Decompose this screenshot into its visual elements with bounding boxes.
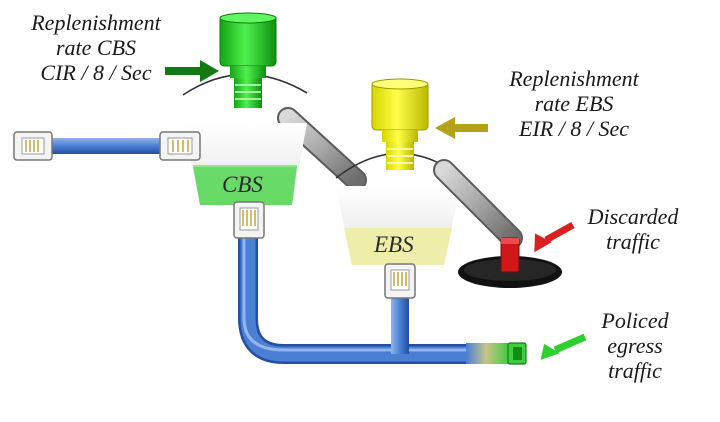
ebs-bucket xyxy=(335,152,461,265)
discarded-line-1: Discarded xyxy=(587,204,679,229)
ebs-output-connector-icon xyxy=(384,263,416,299)
ebs-rate-line-1: Replenishment xyxy=(509,66,639,91)
cbs-input-connector-icon xyxy=(159,131,201,161)
cbs-rate-line-2: rate CBS xyxy=(55,35,137,60)
discard-drain xyxy=(458,237,562,288)
cbs-rate-pipe xyxy=(219,12,277,108)
overflow-pipe-ebs-to-discard xyxy=(433,159,523,249)
arrow-policed-icon xyxy=(540,333,587,360)
ebs-rate-label: Replenishment rate EBS EIR / 8 / Sec xyxy=(486,66,662,141)
egress-pipe xyxy=(238,225,527,365)
input-connector-icon xyxy=(13,131,53,161)
arrow-ebs-rate-icon xyxy=(435,117,488,139)
policed-egress-label: Policed egress traffic xyxy=(580,308,690,383)
arrow-discard-icon xyxy=(534,221,575,253)
ebs-rate-line-2: rate EBS xyxy=(534,91,614,116)
cbs-rate-line-1: Replenishment xyxy=(31,10,161,35)
cbs-bucket-label: CBS xyxy=(222,172,263,197)
policed-line-2: egress xyxy=(607,333,663,358)
ebs-bucket-label: EBS xyxy=(374,232,414,257)
cbs-bucket xyxy=(182,73,308,205)
policed-line-1: Policed xyxy=(601,308,669,333)
arrow-cbs-rate-icon xyxy=(165,60,219,82)
cbs-rate-label: Replenishment rate CBS CIR / 8 / Sec xyxy=(10,10,182,85)
policed-line-3: traffic xyxy=(608,358,662,383)
cbs-output-connector-icon xyxy=(233,201,265,239)
input-pipe xyxy=(40,138,170,154)
discarded-line-2: traffic xyxy=(606,229,660,254)
cbs-rate-line-3: CIR / 8 / Sec xyxy=(40,60,152,85)
ebs-rate-line-3: EIR / 8 / Sec xyxy=(519,116,629,141)
discarded-traffic-label: Discarded traffic xyxy=(566,204,700,254)
ebs-rate-pipe xyxy=(371,78,429,170)
